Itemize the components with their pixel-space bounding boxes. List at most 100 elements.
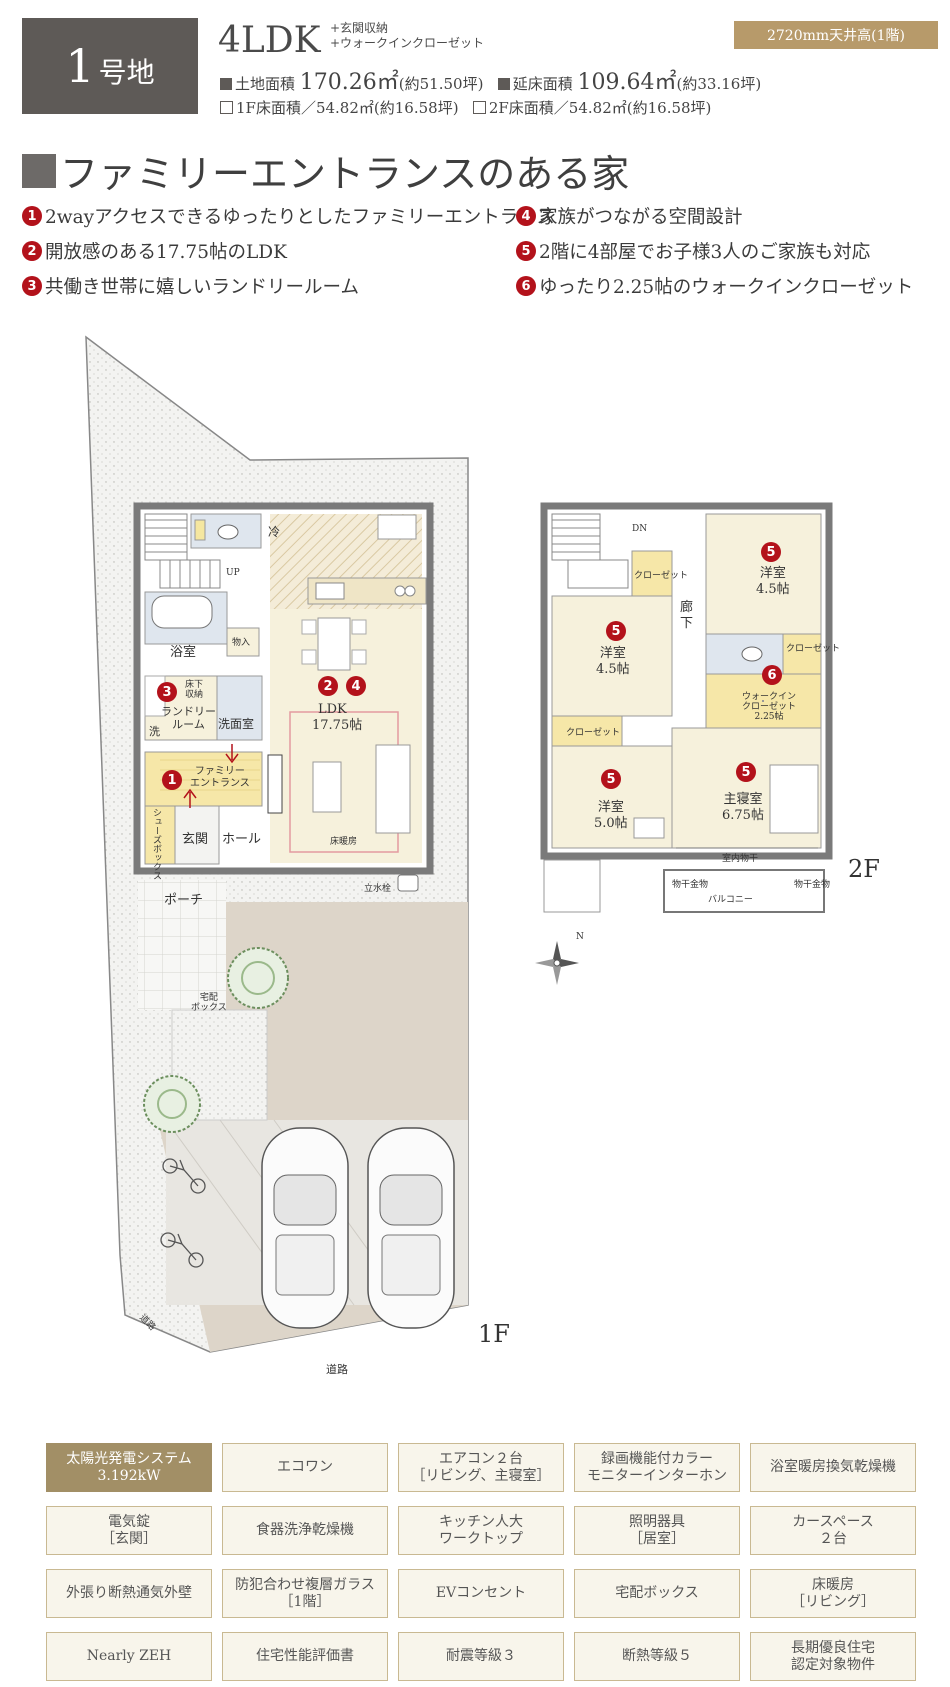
layout-extras: +玄関収納 +ウォークインクローゼット xyxy=(330,21,484,51)
family-entrance-label: ファミリー エントランス xyxy=(190,766,250,789)
faucet-icon xyxy=(397,874,419,892)
spec-item: 浴室暖房換気乾燥機 xyxy=(750,1443,916,1492)
hall-label: ホール xyxy=(222,832,262,847)
plan-badge-2: 2 xyxy=(318,676,338,696)
plan-badge-5-ne: 5 xyxy=(761,542,781,562)
layout-type: 4LDK xyxy=(218,20,321,61)
floor2-area: 2F床面積／54.82㎡(約16.58坪) xyxy=(488,99,712,117)
spec-item: 食器洗浄乾燥機 xyxy=(222,1506,388,1555)
dining-table xyxy=(317,617,351,671)
bathtub-icon xyxy=(151,595,213,629)
arrow-up-icon xyxy=(183,788,197,808)
land-area-label: 土地面積 xyxy=(235,75,296,93)
spec-item: 防犯合わせ複層ガラス ［1階］ xyxy=(222,1569,388,1618)
feature-text: 2階に4部屋でお子様3人のご家族も対応 xyxy=(539,242,871,263)
up-label: UP xyxy=(226,568,240,578)
stove-icon xyxy=(394,585,406,597)
porch-roof xyxy=(543,859,601,913)
spec-item: 長期優良住宅 認定対象物件 xyxy=(750,1632,916,1681)
faucet-label: 立水栓 xyxy=(364,884,392,894)
feature-text: 家族がつながる空間設計 xyxy=(539,207,743,228)
closet-sw-label: クローゼット xyxy=(566,728,621,738)
spec-item: エコワン xyxy=(222,1443,388,1492)
badge-1: 1 xyxy=(22,206,42,226)
room-nw-label: 洋室 4.5帖 xyxy=(596,646,630,677)
room-nw-floor xyxy=(551,595,673,717)
total-area-label: 延床面積 xyxy=(512,75,573,93)
spec-item: キッチン人大 ワークトップ xyxy=(398,1506,564,1555)
car-1 xyxy=(261,1127,349,1329)
storage-label: 物入 xyxy=(232,638,251,648)
floor1-area: 1F床面積／54.82㎡(約16.58坪) xyxy=(236,99,459,117)
tree-1 xyxy=(227,947,289,1009)
feature-text: 開放感のある17.75帖のLDK xyxy=(45,242,287,263)
closet-ne xyxy=(782,633,822,675)
spec-item: 断熱等級５ xyxy=(574,1632,740,1681)
tree-2 xyxy=(143,1075,201,1133)
room-ne-floor xyxy=(705,513,822,635)
storage-1f xyxy=(226,627,260,657)
closet-sw xyxy=(551,715,623,747)
spec-item: 耐震等級３ xyxy=(398,1632,564,1681)
badge-6: 6 xyxy=(516,276,536,296)
ceiling-height-badge: 2720mm天井高(1階) xyxy=(734,21,938,49)
plan-badge-6: 6 xyxy=(762,665,782,685)
plan-badge-5-nw: 5 xyxy=(606,621,626,641)
entrance-label: 玄関 xyxy=(182,832,209,847)
closet-ne-label: クローゼット xyxy=(786,644,841,654)
area-row-floors: 1F床面積／54.82㎡(約16.58坪) 2F床面積／54.82㎡(約16.5… xyxy=(220,97,711,118)
extra-entrance-storage: +玄関収納 xyxy=(330,21,389,35)
bicycle-1 xyxy=(162,1158,206,1194)
porch-label: ポーチ xyxy=(164,893,204,908)
plan-badge-5-sw: 5 xyxy=(601,769,621,789)
living-table xyxy=(312,761,342,813)
filled-square-icon xyxy=(220,78,232,90)
feature-text: 2wayアクセスできるゆったりとしたファミリーエントランス xyxy=(45,207,555,228)
bed-icon xyxy=(769,764,819,834)
arrow-down-icon xyxy=(225,744,239,764)
fridge-box xyxy=(377,514,417,540)
title-block-icon xyxy=(22,153,56,188)
delivery-box-label: 宅配 ボックス xyxy=(191,993,227,1013)
desk-sw xyxy=(633,817,665,839)
floor-2f-label: 2F xyxy=(848,855,880,883)
lot-number: 1 xyxy=(65,39,95,93)
sink-icon xyxy=(315,582,345,600)
balcony xyxy=(663,869,825,913)
land-area-value: 170.26㎡ xyxy=(299,70,399,95)
corridor-label: 廊 下 xyxy=(680,600,694,631)
washroom xyxy=(216,675,263,741)
plan-badge-1: 1 xyxy=(162,770,182,790)
closet-nw-label: クローゼット xyxy=(634,571,689,581)
total-area-value: 109.64㎡ xyxy=(577,70,677,95)
badge-3: 3 xyxy=(22,276,42,296)
closet-nw xyxy=(631,550,673,597)
outline-square-icon xyxy=(220,101,233,114)
bath-label: 浴室 xyxy=(170,645,197,660)
filled-square-icon xyxy=(497,78,510,90)
lot-number-box: 1 号地 xyxy=(22,18,198,114)
sofa xyxy=(375,744,411,834)
washroom-label: 洗面室 xyxy=(218,717,255,731)
badge-5: 5 xyxy=(516,241,536,261)
shoebox-label: シューズボックス xyxy=(151,808,161,880)
area-row-main: 土地面積 170.26㎡(約51.50坪) 延床面積 109.64㎡(約33.1… xyxy=(220,64,761,96)
total-area-tsubo: (約33.16坪) xyxy=(676,75,762,93)
underfloor-label: 床下 収納 xyxy=(185,680,204,700)
bicycle-2 xyxy=(160,1232,204,1268)
spec-item: 床暖房 ［リビング］ xyxy=(750,1569,916,1618)
approach-path xyxy=(138,880,226,1010)
shoebox-area xyxy=(144,805,176,865)
room-sw-label: 洋室 5.0帖 xyxy=(594,800,628,831)
road-bottom-label: 道路 xyxy=(326,1363,348,1376)
spec-item: 照明器具 ［居室］ xyxy=(574,1506,740,1555)
master-label: 主寝室 6.75帖 xyxy=(722,792,764,823)
ldk-size: 17.75帖 xyxy=(312,718,363,733)
car-2 xyxy=(367,1127,455,1329)
floor-1f-label: 1F xyxy=(478,1320,510,1348)
toilet-icon xyxy=(217,524,239,540)
badge-2: 2 xyxy=(22,241,42,261)
